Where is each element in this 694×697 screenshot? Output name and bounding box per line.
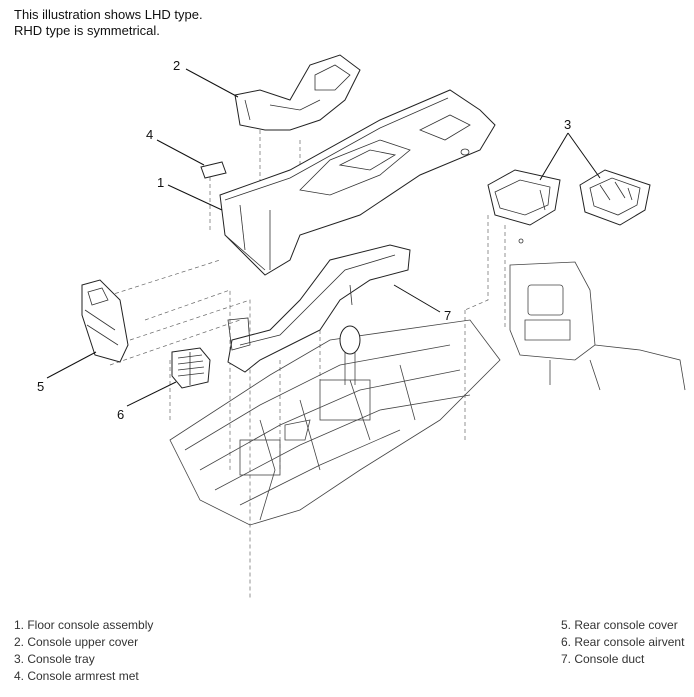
- floor-panel: [169, 319, 501, 526]
- callout-1: 1: [157, 175, 164, 190]
- legend-item-rear-console-cover: 5. Rear console cover: [561, 618, 678, 632]
- parts-legend-right: 5. Rear console cover 6. Rear console ai…: [561, 617, 684, 668]
- legend-item-console-armrest-mat: 4. Console armrest met: [14, 669, 139, 683]
- callout-numbers: 2 4 1 3 5 6 7: [37, 58, 571, 422]
- legend-item-rear-console-airvent: 6. Rear console airvent: [561, 635, 685, 649]
- legend-item-console-duct: 7. Console duct: [561, 652, 645, 666]
- exploded-console-diagram: 2 4 1 3 5 6 7: [37, 54, 686, 600]
- callout-6: 6: [117, 407, 124, 422]
- callout-7: 7: [444, 308, 451, 323]
- parts-legend-left: 1. Floor console assembly 2. Console upp…: [14, 617, 153, 685]
- legend-item-floor-console-assembly: 1. Floor console assembly: [14, 618, 154, 632]
- legend-item-console-tray: 3. Console tray: [14, 652, 95, 666]
- center-stack-reference: [509, 261, 686, 391]
- callout-5: 5: [37, 379, 44, 394]
- rear-console-airvent: [171, 347, 211, 389]
- note-line-lhd: This illustration shows LHD type.: [14, 7, 203, 22]
- console-duct: [227, 244, 411, 373]
- illustration-note: This illustration shows LHD type. RHD ty…: [14, 7, 203, 39]
- console-tray: [487, 169, 651, 244]
- rear-console-cover: [81, 279, 129, 363]
- console-armrest-mat: [200, 161, 227, 179]
- callout-3: 3: [564, 117, 571, 132]
- leader-lines: [46, 68, 601, 407]
- note-line-rhd: RHD type is symmetrical.: [14, 23, 160, 38]
- legend-item-console-upper-cover: 2. Console upper cover: [14, 635, 139, 649]
- callout-4: 4: [146, 127, 153, 142]
- callout-2: 2: [173, 58, 180, 73]
- floor-console-assembly: [219, 89, 496, 276]
- console-upper-cover: [234, 54, 361, 131]
